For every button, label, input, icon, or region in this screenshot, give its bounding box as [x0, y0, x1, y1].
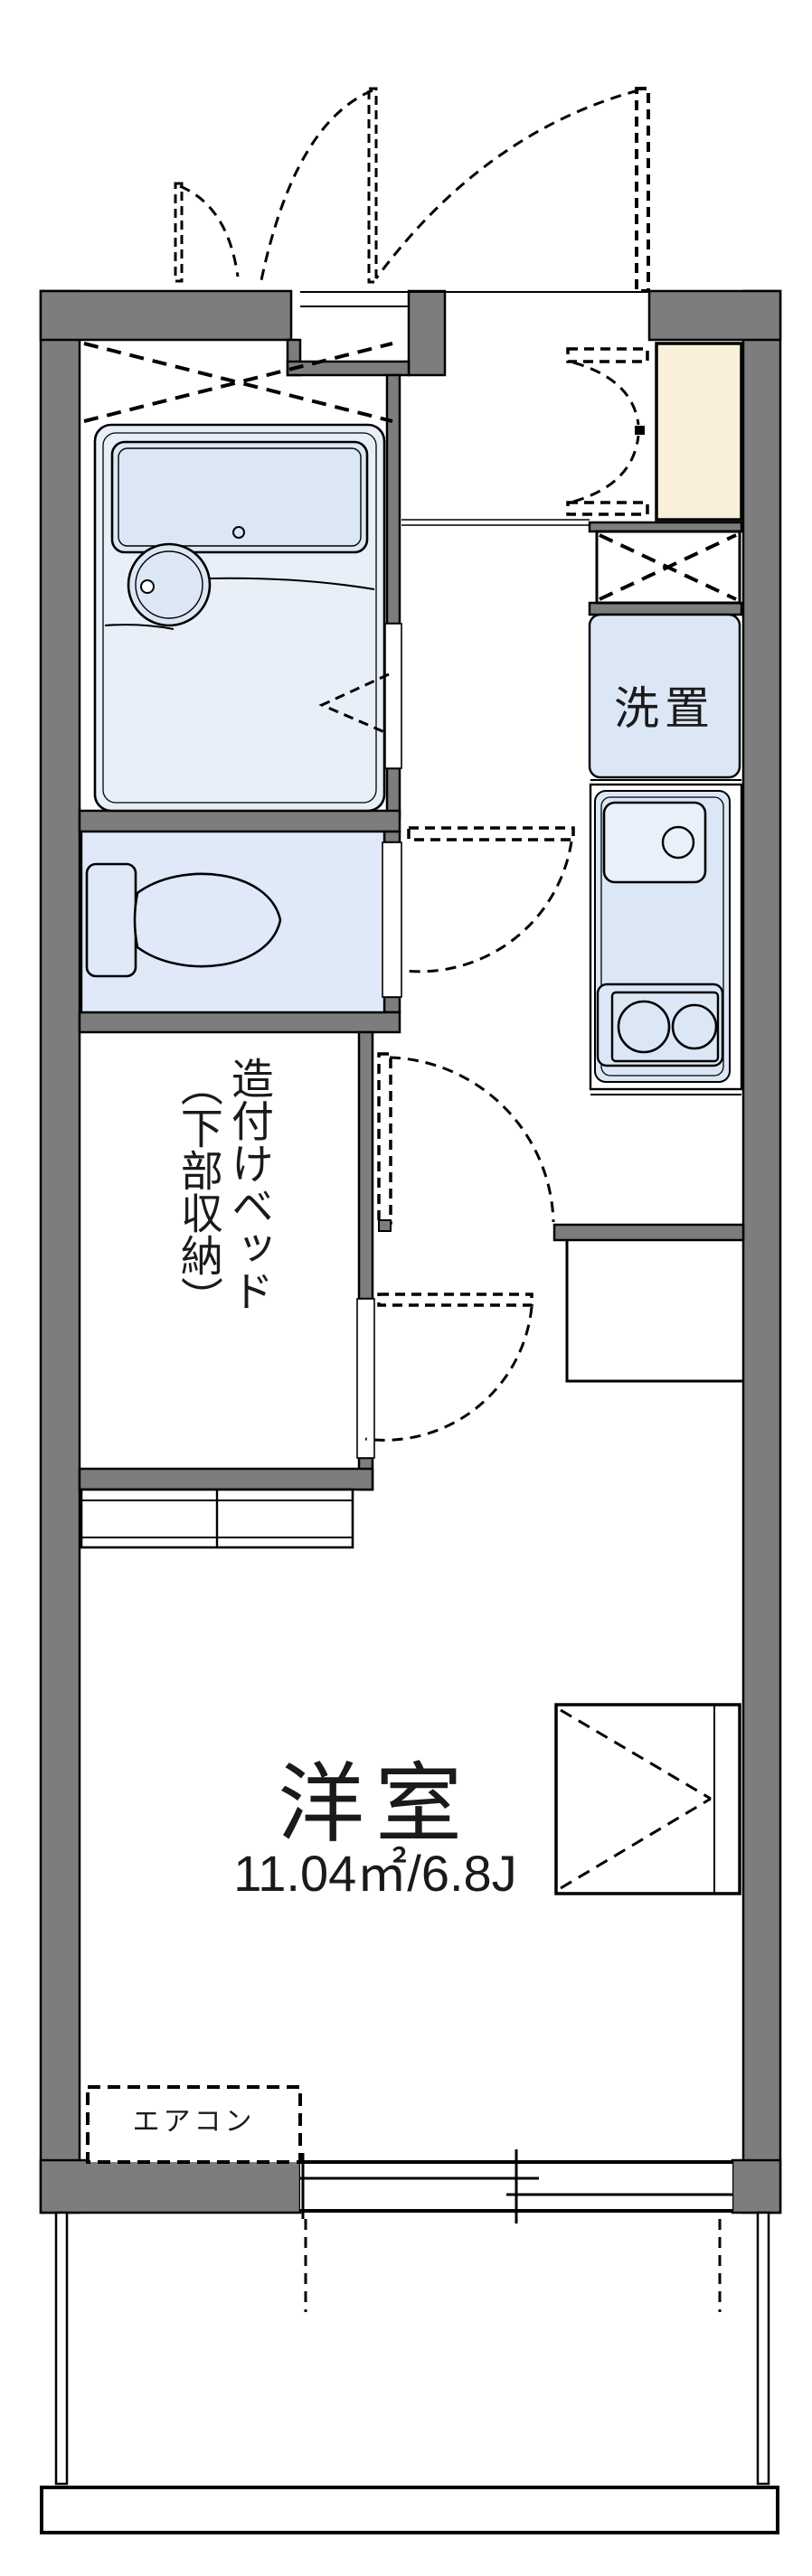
bottom-window	[300, 2149, 732, 2223]
label-bed-name: 造付けベッド	[224, 1057, 273, 1312]
wall-bath-hall-upper	[385, 373, 401, 625]
wall-entry-band	[286, 360, 411, 377]
label-bed-storage: （下部収納）	[174, 1064, 222, 1319]
interior-doors	[356, 1052, 555, 1459]
room-door-hinge	[378, 1219, 392, 1232]
bathtub	[110, 440, 369, 554]
fridge-space-diag-bottom	[560, 1797, 712, 1890]
closet-door-leaf-bottom	[566, 501, 649, 516]
bed-door-frame	[356, 1298, 375, 1459]
wall-toilet-bottom	[78, 1011, 401, 1034]
room-door-arc	[389, 1056, 555, 1223]
aircon-box	[86, 2085, 302, 2164]
kitchen-counter-inner	[600, 796, 724, 1076]
bathroom	[83, 342, 402, 813]
balcony	[40, 2211, 779, 2534]
wall-top-right	[647, 289, 782, 342]
entry-floor	[655, 342, 743, 522]
toilet-room	[80, 826, 575, 1014]
porch-door-leaf-small	[174, 182, 184, 283]
wall-bed-right-upper	[357, 1030, 374, 1301]
washbasin-drain	[140, 579, 155, 594]
wall-entry-pier	[407, 289, 447, 377]
bed-storage-sliding-doors	[80, 1488, 354, 1549]
wall-bottom-right	[731, 2158, 782, 2214]
bath-unit-inner	[102, 432, 377, 804]
balcony-rail-right	[756, 2211, 770, 2486]
toilet-tank	[85, 862, 137, 978]
wall-right	[741, 289, 782, 2214]
wall-top-left	[39, 289, 293, 342]
toilet-door-frame	[382, 841, 402, 998]
bath-ceiling-cross-1	[83, 342, 393, 423]
kitchen-faucet	[661, 825, 695, 860]
bathtub-drain	[232, 526, 245, 539]
closet-door-leaf-top	[566, 347, 649, 363]
fridge-space-box	[554, 1703, 741, 1895]
bath-door-frame	[384, 623, 402, 769]
wall-entry-shelf-bottom	[588, 601, 743, 616]
bath-folding-door	[318, 672, 390, 736]
bath-counter-line	[208, 577, 375, 590]
stove-burner-left	[617, 1000, 671, 1054]
entry-door-leaf-b	[635, 87, 650, 293]
bath-floor-line	[104, 624, 175, 630]
balcony-front-rail	[40, 2486, 779, 2534]
counter-box	[565, 1240, 743, 1383]
bed-door-arc	[364, 1306, 533, 1442]
closet-door-arc-top	[572, 361, 640, 426]
closet-door-arc-bottom	[572, 435, 640, 503]
washbasin-inner	[135, 550, 203, 619]
kitchen-sink	[602, 801, 707, 884]
wall-bath-bottom	[78, 809, 401, 833]
washbasin	[127, 542, 212, 627]
bathtub-inner	[118, 447, 362, 547]
room-door-leaf	[377, 1052, 392, 1225]
walls	[39, 289, 782, 2214]
toilet-door-leaf	[407, 826, 575, 841]
appliance-spaces	[554, 1240, 743, 1895]
label-room-area: 11.04㎡/6.8J	[233, 1845, 517, 1902]
entry-door-arc-a	[260, 89, 373, 281]
balcony-rail-left	[54, 2211, 69, 2486]
label-room-name: 洋室	[278, 1756, 473, 1853]
label-laundry: 洗置	[614, 683, 715, 734]
porch-door-arc-small	[179, 184, 240, 277]
stove-outer	[596, 982, 724, 1067]
wall-bottom-left	[39, 2158, 302, 2214]
entry-door-arc-b	[374, 89, 639, 279]
entry-closet-doors	[566, 347, 649, 516]
kitchen-column	[588, 613, 743, 1095]
bath-ceiling-cross-2	[83, 342, 393, 423]
wall-hall-room-divider	[552, 1223, 745, 1242]
entry-area	[300, 291, 743, 605]
toilet-bowl	[133, 872, 282, 968]
wall-left	[39, 289, 81, 2214]
pipe-space-cross-2	[599, 533, 737, 601]
wall-toilet-right-top	[382, 830, 401, 844]
toilet-door-arc	[403, 841, 573, 973]
label-aircon: エアコン	[132, 2107, 256, 2137]
entry-door-leaf-a	[367, 87, 378, 284]
laundry-box	[588, 613, 741, 779]
bed-door-leaf	[377, 1293, 533, 1307]
stove-inner	[610, 991, 720, 1063]
wall-toilet-right-bottom	[382, 995, 401, 1014]
wall-bed-bottom	[78, 1467, 374, 1491]
stove-burner-right	[671, 1003, 718, 1050]
closet-door-pivot	[635, 426, 645, 435]
entrance-door-swings	[174, 87, 650, 293]
fridge-space-diag-top	[560, 1708, 712, 1800]
